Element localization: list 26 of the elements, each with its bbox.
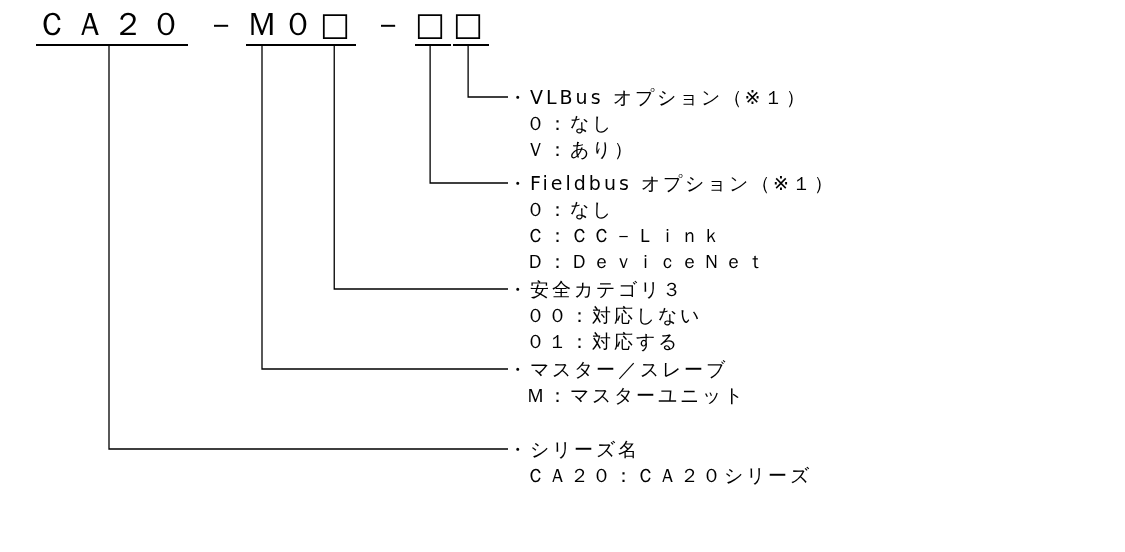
code-segment: ＣＡ２０: [36, 4, 188, 46]
option-value: ０：なし: [525, 111, 615, 136]
option-value: ０：なし: [525, 197, 615, 222]
code-segment: □: [415, 4, 452, 46]
separator-dash: －: [205, 4, 237, 44]
option-value: ＣＡ２０：ＣＡ２０シリーズ: [525, 463, 812, 488]
leader-line: [261, 45, 509, 370]
option-heading: ・シリーズ名: [508, 437, 641, 462]
option-value: Ｄ：ＤｅｖｉｃｅＮｅｔ: [525, 249, 769, 274]
option-value: Ｖ：あり）: [525, 137, 637, 162]
option-heading: ・Fieldbus オプション（※１）: [508, 171, 836, 196]
leader-line: [467, 45, 509, 98]
separator-dash: －: [372, 4, 404, 44]
code-segment: □: [453, 4, 490, 46]
option-heading: ・安全カテゴリ３: [508, 277, 685, 302]
code-segment: ０□: [282, 4, 357, 46]
leader-line: [108, 45, 509, 450]
option-value: Ｃ：ＣＣ－Ｌｉｎｋ: [525, 223, 725, 248]
leader-line: [333, 45, 509, 290]
option-value: ０１：対応する: [525, 329, 681, 354]
option-value: ００：対応しない: [525, 303, 702, 328]
option-heading: ・VLBus オプション（※１）: [508, 85, 808, 110]
code-segment: Ｍ: [246, 4, 284, 46]
leader-line: [429, 45, 509, 184]
option-value: Ｍ：マスターユニット: [525, 383, 746, 408]
option-heading: ・マスター／スレーブ: [508, 357, 729, 382]
